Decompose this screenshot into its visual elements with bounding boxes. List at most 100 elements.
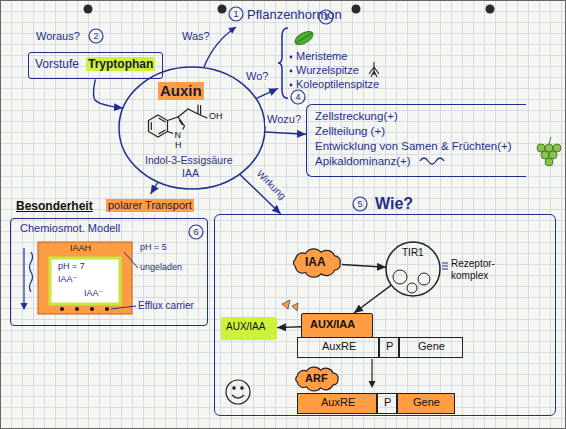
edge-label: Wozu? bbox=[265, 113, 303, 126]
node-text: Chemiosmot. Modell bbox=[20, 222, 120, 235]
node-text: Zellstreckung(+) bbox=[315, 110, 398, 124]
leader-line bbox=[124, 252, 138, 268]
repressor-box: AUX/IAA bbox=[301, 313, 373, 338]
mechanism-box: Wie?IAATIR1AUX/IAAAUX/IAAAuxREPGeneARFAu… bbox=[214, 214, 556, 416]
arrow-connector bbox=[256, 88, 278, 98]
receptor-circle: TIR1 bbox=[385, 241, 441, 297]
cell-model bbox=[38, 242, 132, 314]
annotation-label: IAA⁻ bbox=[84, 288, 103, 299]
leaf-icon bbox=[293, 29, 315, 48]
smiley-face bbox=[226, 380, 250, 404]
degradation-shards bbox=[292, 303, 298, 311]
callout-circle bbox=[89, 29, 103, 43]
root-icon bbox=[369, 62, 379, 77]
node-text: Zellteilung (+) bbox=[315, 125, 385, 139]
node-text: AUX/IAA bbox=[310, 318, 355, 331]
arrow-connector bbox=[342, 265, 386, 268]
annotation-label: Woraus? bbox=[36, 30, 80, 43]
indole-structure bbox=[149, 115, 168, 137]
node-text: Meristeme bbox=[296, 50, 347, 63]
receptor-circle-outline bbox=[386, 242, 440, 296]
response-element-cell: AuxRE bbox=[297, 393, 377, 414]
receptor-subunits bbox=[393, 270, 430, 293]
gene-cell: Gene bbox=[397, 393, 455, 414]
node-text: Indol-3-Essigsäure bbox=[145, 154, 233, 167]
location-brace-outline bbox=[278, 28, 288, 98]
node-text: AUX/IAA bbox=[226, 321, 265, 333]
node-text: Wie? bbox=[375, 194, 413, 213]
punch-holes bbox=[486, 5, 495, 14]
node-text: Apikaldominanz(+) bbox=[315, 155, 411, 169]
promoter-cell: P bbox=[379, 337, 399, 358]
function-bracket: Zellstreckung(+)Zellteilung (+)Entwicklu… bbox=[306, 104, 526, 177]
smiley-face bbox=[233, 387, 235, 389]
cell-model bbox=[90, 307, 94, 311]
arf-cloud: ARF bbox=[291, 365, 343, 393]
callout-number: 4 bbox=[291, 91, 305, 103]
node-text: ARF bbox=[305, 372, 328, 385]
edge-label: Wirkung bbox=[252, 166, 289, 203]
bullet-dots bbox=[290, 84, 293, 87]
annotation-label: Efflux carrier bbox=[138, 300, 194, 312]
promoter-cell: P bbox=[377, 393, 397, 414]
callout-number: 5 bbox=[353, 198, 367, 210]
transport-doodle bbox=[21, 303, 28, 310]
callout-number: 3 bbox=[319, 11, 333, 23]
transport-doodle bbox=[21, 248, 33, 310]
leaf-icon bbox=[296, 33, 312, 43]
node-text: TIR1 bbox=[402, 247, 424, 259]
leader-line bbox=[111, 252, 138, 309]
receptor-subunits bbox=[418, 273, 430, 285]
annotation-label: OH bbox=[209, 111, 223, 122]
node-text: P bbox=[384, 396, 391, 409]
activation-arrow bbox=[371, 359, 372, 382]
precursor-box: VorstufeTryptophan bbox=[28, 52, 163, 79]
punch-holes bbox=[84, 5, 93, 14]
location-brace: MeristemeWurzelspitzeKoleoptilenspitze bbox=[278, 26, 388, 100]
transport-doodle bbox=[30, 252, 33, 292]
leader-line bbox=[111, 306, 136, 309]
equivalence-sign bbox=[442, 263, 448, 269]
response-element-cell: AuxRE bbox=[297, 337, 379, 358]
callout-number: 2 bbox=[89, 30, 103, 42]
annotation-label: IAA⁻ bbox=[58, 274, 77, 285]
callout-circle bbox=[189, 225, 203, 239]
activation-arrow bbox=[369, 359, 376, 388]
node-text: Entwicklung von Samen & Früchten(+) bbox=[315, 140, 512, 154]
arf-cloud-outline bbox=[296, 367, 338, 391]
callout-circle bbox=[89, 7, 367, 239]
receptor-subunits bbox=[407, 283, 417, 293]
annotation-label: Rezeptor- komplex bbox=[451, 258, 513, 282]
bullet-dots bbox=[290, 56, 293, 87]
annotation-label: ungeladen bbox=[140, 262, 182, 273]
smiley-face bbox=[232, 395, 244, 398]
auxin-circle-outline bbox=[119, 67, 265, 189]
grapes-icon bbox=[549, 137, 551, 144]
annotation-label: Was? bbox=[182, 30, 210, 43]
degradation-shards bbox=[282, 300, 298, 311]
callout-number: 6 bbox=[189, 226, 203, 238]
node-text: AuxRE bbox=[322, 340, 356, 353]
bullet-dots bbox=[290, 56, 293, 59]
punch-holes bbox=[352, 5, 361, 14]
transport-doodle bbox=[23, 248, 24, 304]
annotation-label: N bbox=[175, 130, 182, 141]
annotation-label: pH = 7 bbox=[58, 261, 85, 272]
degradation-shards bbox=[282, 300, 290, 309]
auxin-cloud-outline bbox=[293, 249, 340, 277]
arrow-connector bbox=[94, 79, 123, 108]
node-text: Gene bbox=[413, 396, 440, 409]
bullet-dots bbox=[290, 70, 293, 73]
receptor-subunits bbox=[393, 270, 407, 284]
node-text: polarer Transport bbox=[106, 199, 194, 212]
dominance-squiggle bbox=[420, 158, 444, 164]
cell-model bbox=[105, 307, 109, 311]
node-text: Gene bbox=[418, 340, 445, 353]
callout-circle bbox=[353, 197, 367, 211]
node-text: IAA bbox=[182, 167, 199, 180]
indole-structure bbox=[151, 118, 165, 133]
equivalence-sign bbox=[442, 263, 448, 269]
callout-circle bbox=[229, 7, 243, 21]
